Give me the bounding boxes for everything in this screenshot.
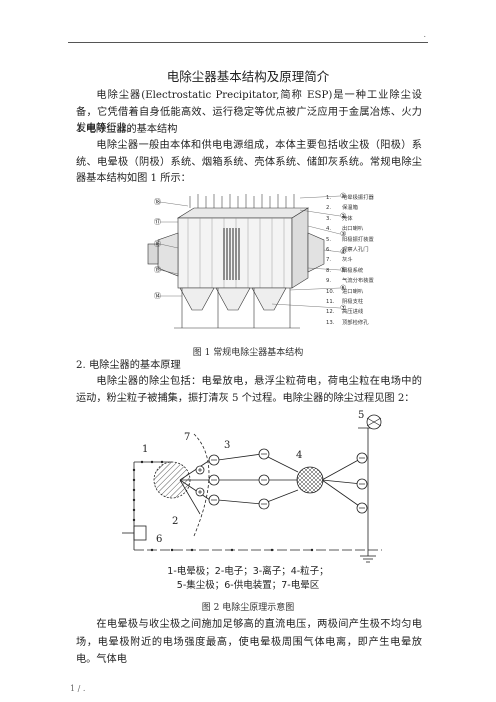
legend-item: 2.保温箱 [326,205,358,212]
section-1-paragraph: 电除尘器一般由本体和供电电源组成，本体主要包括收尘极（阳极）系统、电晕极（阴极）… [76,140,422,184]
callout-4: ④ [340,248,346,256]
legend-item: 8.阳极系统 [326,267,364,274]
callout-14: ⑭ [154,292,161,300]
label-3: 3 [224,440,230,451]
label-7: 7 [184,432,190,443]
label-5: 5 [358,410,364,421]
legend-item: 9.气流分布装置 [326,278,374,285]
legend-item: 13.顶部检修孔 [326,319,369,326]
figure-1-legend: 1.电晕极振打器 2.保温箱 3.壳体 4.出口喇叭 5.阳极振打装置 6.观察… [326,193,374,328]
legend-item: 3.壳体 [326,215,353,222]
label-4: 4 [296,450,302,461]
label-6: 6 [156,534,162,545]
legend-item: 11.阴极支柱 [326,299,364,306]
callout-15: ⑮ [154,266,161,274]
figure-2-principle-diagram: 1 2 3 4 5 6 7 [122,410,382,563]
label-1: 1 [142,444,148,455]
section-2-paragraph: 电除尘器的除尘包括：电晕放电，悬浮尘粒荷电，荷电尘粒在电场中的运动，粉尘粒子被捕… [76,376,422,404]
intro-paragraph: 电除尘器(Electrostatic Precipitator,简称 ESP)是… [76,90,422,134]
figure-2-legend-line-2: 5-集尘极；6-供电装置；7-电晕区 [176,580,320,591]
legend-item: 10.进口喇叭 [326,288,364,295]
label-2: 2 [172,516,178,527]
callout-3: ③ [340,230,346,238]
legend-item: 5.阳极振打装置 [326,236,374,243]
legend-item: 6.观察人孔门 [326,247,369,254]
document-title: 电除尘器基本结构及原理简介 [166,69,330,84]
callout-16: ⑯ [154,240,161,248]
legend-item: 4.出口喇叭 [326,226,364,233]
figure-1-structure-drawing: ⑱ ⑰ ⑯ ⑮ ⑭ ① ② ③ ④ ⑤ ⑥ ⑦ [147,192,346,329]
callout-2: ② [340,212,346,220]
callout-6: ⑥ [340,284,346,292]
closing-paragraph: 在电晕极与收尘极之间施加足够高的直流电压，两极间产生极不均匀电场，电晕极附近的电… [76,619,422,665]
legend-item: 7.灰斗 [326,257,353,264]
callout-5: ⑤ [340,266,346,274]
figure-1-caption: 图 1 常规电除尘器基本结构 [192,348,304,358]
figure-2-caption: 图 2 电除尘原理示意图 [201,603,295,613]
callout-18: ⑱ [154,198,161,206]
footer-mark: 1 / . [70,684,86,693]
callout-1: ① [340,192,346,200]
figure-2-legend-line-1: 1-电晕极；2-电子；3-离子；4-粒子； [167,566,329,577]
legend-item: 12.高压进线 [326,309,364,316]
legend-item: 1.电晕极振打器 [326,195,374,201]
section-1-heading: 1.电除尘器的基本结构 [76,124,178,135]
header-mark: . [423,30,426,39]
section-2-heading: 2. 电除尘器的基本原理 [76,360,181,371]
header-rule [68,42,428,43]
callout-17: ⑰ [154,218,161,226]
callout-7: ⑦ [340,304,346,312]
